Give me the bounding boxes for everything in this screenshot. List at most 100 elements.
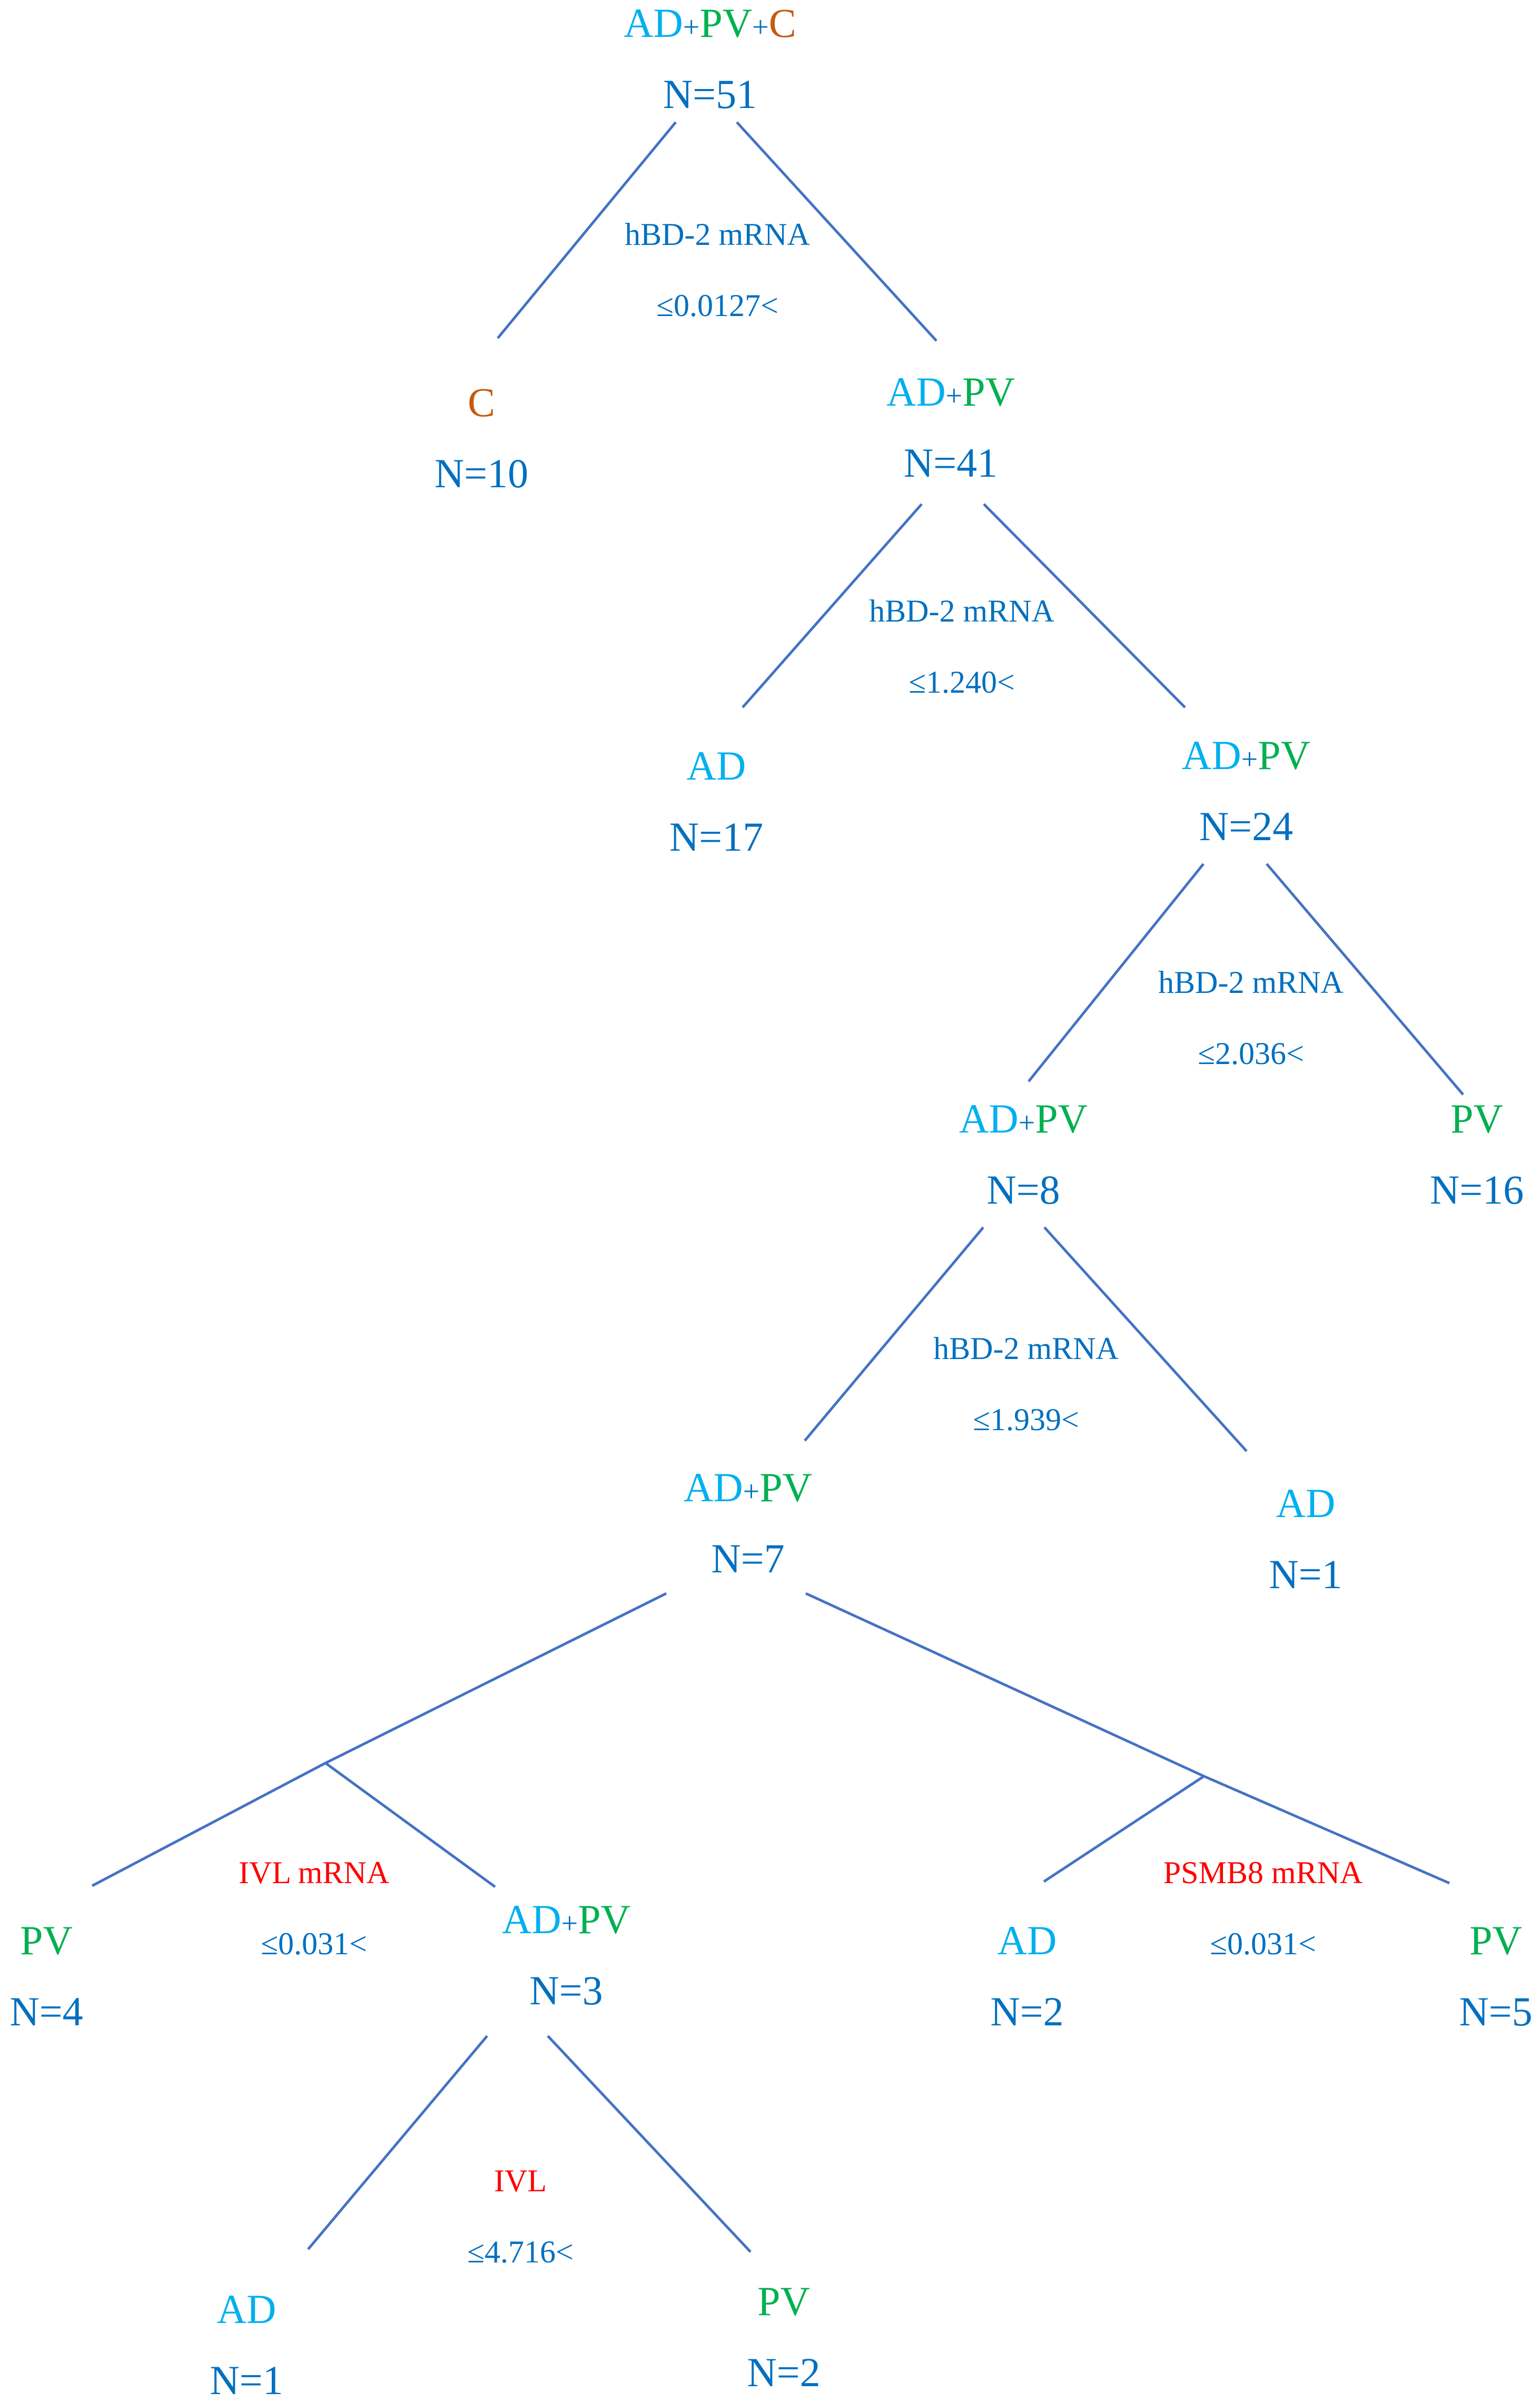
tree-node-n13: AD N=1: [210, 2286, 283, 2402]
split-threshold: ≤4.716<: [467, 2234, 574, 2269]
node-count: N=10: [435, 450, 528, 496]
split-marker: hBD-2 mRNA: [869, 594, 1054, 628]
node-count: N=7: [711, 1535, 784, 1581]
node-count: N=41: [904, 440, 998, 486]
node-class-label: AD+PV: [886, 369, 1015, 415]
split-s6: IVL ≤4.716<: [467, 2163, 574, 2269]
node-count: N=1: [210, 2357, 283, 2402]
node-class-part: PV: [578, 1896, 630, 1942]
tree-edge: [307, 2035, 488, 2250]
node-count: N=2: [990, 1988, 1063, 2034]
tree-edges: [91, 121, 1464, 2253]
node-class-part: PV: [20, 1917, 73, 1963]
node-count: N=3: [529, 1967, 603, 2013]
node-class-label: C: [468, 379, 495, 425]
tree-edge: [91, 1761, 327, 1887]
split-labels: hBD-2 mRNA≤0.0127<hBD-2 mRNA≤1.240<hBD-2…: [239, 217, 1363, 2269]
node-class-label: AD+PV: [959, 1096, 1088, 1141]
node-count: N=4: [9, 1988, 83, 2034]
node-class-part: +: [1241, 743, 1258, 776]
node-class-part: PV: [1450, 1096, 1503, 1141]
split-s4: IVL mRNA ≤0.031<: [239, 1855, 389, 1961]
node-class-part: AD: [502, 1896, 561, 1942]
tree-edge: [804, 1226, 984, 1442]
split-marker: IVL mRNA: [239, 1855, 389, 1890]
node-class-part: AD: [1276, 1480, 1336, 1526]
tree-edge: [1043, 1226, 1248, 1452]
node-class-label: AD+PV: [1182, 732, 1310, 778]
node-class-part: PV: [757, 2278, 810, 2324]
tree-node-n14: PV N=2: [747, 2278, 820, 2395]
node-class-part: C: [468, 379, 495, 425]
node-count: N=51: [663, 71, 757, 117]
tree-edge: [1028, 863, 1205, 1082]
split-s1: hBD-2 mRNA ≤1.240<: [869, 594, 1054, 700]
node-count: N=17: [669, 814, 763, 860]
split-threshold: ≤2.036<: [1198, 1036, 1304, 1071]
tree-node-n2: AD+PV N=41: [886, 369, 1015, 486]
node-count: N=2: [747, 2349, 820, 2395]
node-class-part: PV: [962, 369, 1015, 415]
node-class-part: AD: [687, 743, 746, 789]
split-s2: hBD-2 mRNA ≤2.036<: [1158, 965, 1344, 1071]
tree-edge: [497, 121, 677, 339]
node-class-part: +: [743, 1475, 760, 1508]
tree-edge: [736, 121, 937, 342]
tree-node-n8: AD N=1: [1269, 1480, 1342, 1597]
node-class-part: +: [1019, 1107, 1035, 1139]
tree-node-n11: AD N=2: [990, 1917, 1063, 2034]
split-threshold: ≤1.939<: [973, 1402, 1079, 1437]
split-marker: PSMB8 mRNA: [1163, 1855, 1363, 1890]
split-s3: hBD-2 mRNA ≤1.939<: [933, 1331, 1119, 1437]
node-count: N=1: [1269, 1551, 1342, 1597]
tree-node-n3: AD N=17: [669, 743, 763, 860]
node-class-part: +: [561, 1907, 578, 1940]
tree-edge: [324, 1761, 496, 1888]
node-class-part: AD: [1182, 732, 1241, 778]
tree-edge: [742, 503, 923, 708]
node-class-label: AD+PV: [502, 1896, 630, 1942]
node-class-part: AD: [998, 1917, 1057, 1963]
node-count: N=8: [986, 1167, 1060, 1213]
tree-edge: [324, 1592, 667, 1765]
tree-node-n5: AD+PV N=8: [959, 1096, 1088, 1213]
node-class-label: AD: [1276, 1480, 1336, 1526]
tree-node-n6: PV N=16: [1430, 1096, 1524, 1213]
tree-edge: [1266, 863, 1464, 1096]
node-class-part: +: [683, 11, 700, 44]
tree-edge: [1203, 1775, 1450, 1885]
split-s5: PSMB8 mRNA ≤0.031<: [1163, 1855, 1363, 1961]
split-marker: hBD-2 mRNA: [1158, 965, 1344, 1000]
node-count: N=5: [1459, 1988, 1532, 2034]
node-class-part: AD: [684, 1464, 743, 1510]
tree-nodes: AD+PV+CN=51CN=10AD+PVN=41ADN=17AD+PVN=24…: [9, 0, 1532, 2402]
tree-node-n4: AD+PVN=24: [1182, 732, 1310, 849]
node-class-label: AD: [217, 2286, 277, 2332]
split-threshold: ≤1.240<: [909, 665, 1015, 700]
split-marker: hBD-2 mRNA: [933, 1331, 1119, 1366]
split-threshold: ≤0.0127<: [656, 288, 778, 323]
node-class-part: AD: [217, 2286, 277, 2332]
node-class-part: AD: [886, 369, 946, 415]
node-class-label: AD+PV+C: [624, 0, 796, 46]
node-class-part: PV: [699, 0, 752, 46]
node-class-part: +: [946, 380, 963, 412]
node-count: N=16: [1430, 1167, 1524, 1213]
split-marker: hBD-2 mRNA: [625, 217, 810, 252]
node-class-part: +: [752, 11, 769, 44]
tree-edge: [1043, 1775, 1205, 1883]
node-class-part: PV: [759, 1464, 812, 1510]
node-class-label: PV: [1469, 1917, 1522, 1963]
node-class-part: PV: [1035, 1096, 1088, 1141]
split-threshold: ≤0.031<: [1210, 1926, 1316, 1961]
tree-node-n10: AD+PV N=3: [502, 1896, 630, 2013]
node-class-label: AD+PV: [684, 1464, 812, 1510]
node-class-part: AD: [959, 1096, 1019, 1141]
tree-edge: [983, 503, 1186, 708]
node-class-label: PV: [20, 1917, 73, 1963]
tree-node-n0: AD+PV+C N=51: [624, 0, 796, 117]
split-marker: IVL: [494, 2163, 547, 2198]
node-class-label: PV: [1450, 1096, 1503, 1141]
split-threshold: ≤0.031<: [261, 1926, 367, 1961]
